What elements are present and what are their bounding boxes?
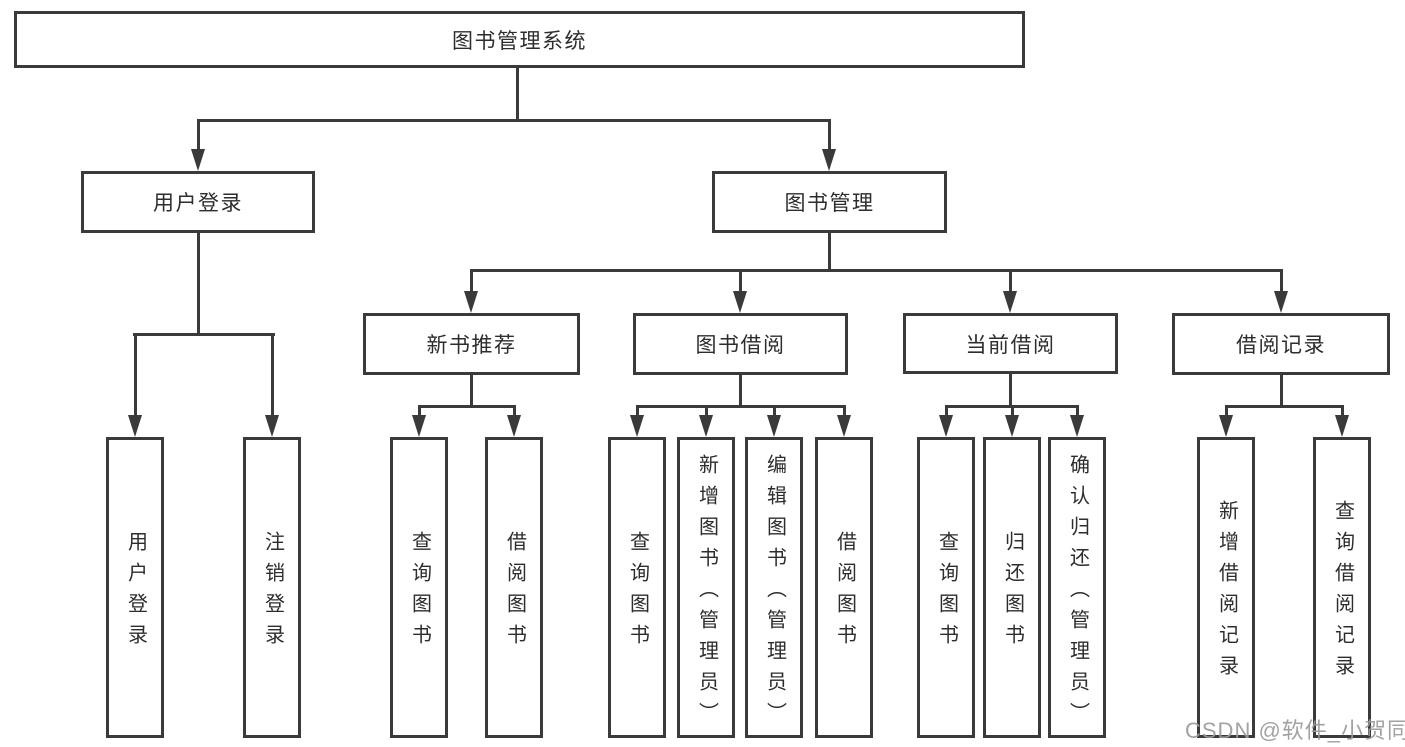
node-borrowing-records: 借阅记录 [1172,313,1390,375]
node-leaf-user-login: 用户登录 [106,437,164,738]
node-label: 查询图书 [626,531,649,655]
node-label: 图书管理系统 [452,29,587,53]
node-leaf-borrow-edit-admin: 编辑图书（管理员） [745,437,803,738]
node-label: 确认归还（管理员） [1066,453,1089,733]
node-label: 当前借阅 [965,333,1056,357]
arrowhead-down-icon [837,415,851,437]
arrowhead-down-icon [412,415,426,437]
connector-line [513,405,516,417]
node-label: 借阅记录 [1236,334,1326,357]
arrowhead-down-icon [699,415,713,437]
node-leaf-records-add: 新增借阅记录 [1197,437,1255,738]
connector-line [1225,405,1228,417]
connector-line [1341,405,1344,417]
node-leaf-newbook-query: 查询图书 [390,437,448,738]
connector-line [1009,374,1012,407]
connector-line [773,405,776,417]
node-label: 编辑图书（管理员） [763,453,786,733]
node-current-borrowing: 当前借阅 [903,313,1118,374]
node-new-book-recommend: 新书推荐 [363,313,580,375]
node-leaf-borrow-query: 查询图书 [608,437,666,738]
node-label: 图书借阅 [695,334,786,357]
connector-line [418,405,421,417]
node-leaf-newbook-borrow: 借阅图书 [485,437,543,738]
node-library-management-system: 图书管理系统 [14,11,1025,68]
node-book-borrowing: 图书借阅 [633,313,848,375]
node-book-management: 图书管理 [712,171,947,233]
connector-line [945,405,948,417]
connector-line [828,233,831,271]
arrowhead-down-icon [1005,415,1019,437]
connector-line [470,375,473,407]
node-label: 注销登录 [261,531,284,655]
node-label: 用户登录 [124,531,147,655]
csdn-watermark: CSDN @软件_小贺同学 [1185,718,1405,743]
arrowhead-down-icon [630,415,644,437]
arrowhead-down-icon [733,291,747,313]
connector-line [739,269,742,293]
connector-line [1280,375,1283,407]
node-label: 用户登录 [153,192,243,215]
arrowhead-down-icon [1219,415,1233,437]
connector-line [1225,405,1344,408]
arrowhead-down-icon [507,415,521,437]
connector-line [636,405,846,408]
node-leaf-current-return: 归还图书 [983,437,1041,738]
connector-line [1076,405,1079,417]
node-label: 借阅图书 [833,531,856,655]
connector-line [271,333,274,417]
node-label: 查询借阅记录 [1331,500,1354,686]
connector-line [1280,269,1283,293]
node-leaf-borrow-add-admin: 新增图书（管理员） [677,437,735,738]
node-label: 查询图书 [935,531,958,655]
connector-line [1009,269,1012,293]
connector-line [470,269,1283,272]
connector-line [636,405,639,417]
connector-line [470,269,473,293]
connector-line [516,68,519,121]
node-label: 新书推荐 [426,334,517,357]
connector-line [418,405,516,408]
connector-line [197,119,200,151]
arrowhead-down-icon [767,415,781,437]
node-leaf-borrow-borrow: 借阅图书 [815,437,873,738]
node-label: 借阅图书 [503,531,526,655]
arrowhead-down-icon [822,149,836,171]
node-leaf-records-query: 查询借阅记录 [1313,437,1371,738]
node-leaf-current-query: 查询图书 [917,437,975,738]
arrowhead-down-icon [1003,291,1017,313]
arrowhead-down-icon [1335,415,1349,437]
node-label: 新增借阅记录 [1215,500,1238,686]
arrowhead-down-icon [939,415,953,437]
node-label: 归还图书 [1001,531,1024,655]
connector-line [705,405,708,417]
connector-line [197,233,200,336]
connector-line [133,333,275,336]
arrowhead-down-icon [191,149,205,171]
node-leaf-logout: 注销登录 [243,437,301,738]
node-label: 查询图书 [408,531,431,655]
node-user-login: 用户登录 [81,171,315,233]
connector-line [134,333,137,417]
arrowhead-down-icon [265,415,279,437]
arrowhead-down-icon [464,291,478,313]
node-label: 新增图书（管理员） [695,453,718,733]
node-leaf-current-confirm-admin: 确认归还（管理员） [1048,437,1106,738]
arrowhead-down-icon [1274,291,1288,313]
arrowhead-down-icon [1070,415,1084,437]
connector-line [828,119,831,151]
connector-line [197,119,831,122]
connector-line [1011,405,1014,417]
connector-line [739,375,742,407]
node-label: 图书管理 [784,192,875,215]
arrowhead-down-icon [128,415,142,437]
connector-line [843,405,846,417]
